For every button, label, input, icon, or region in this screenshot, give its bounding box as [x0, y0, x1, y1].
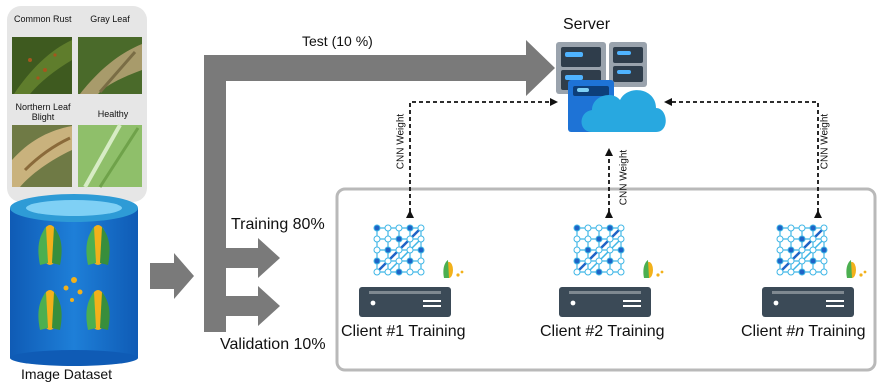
corn-icon [443, 260, 464, 278]
neural-network-icon [573, 224, 625, 276]
cloud-icon [581, 90, 666, 132]
leaf-image-common-rust [12, 37, 72, 94]
client-machine-icon-2 [559, 224, 664, 317]
sample-label-healthy: Healthy [97, 109, 129, 119]
leaf-image-gray-leaf [78, 37, 142, 94]
leaf-image-northern-leaf-blight [12, 125, 72, 187]
weight-link-client-n [664, 98, 822, 218]
server-icon [556, 42, 647, 132]
test-split-label: Test (10 %) [302, 33, 373, 49]
sample-label-gray-leaf: Gray Leaf [90, 14, 130, 24]
weight-label-client-2: CNN Weight [618, 149, 630, 206]
neural-network-icon [776, 224, 828, 276]
client-base-icon [359, 287, 451, 317]
corn-icon [643, 260, 664, 278]
training-arrow [226, 238, 280, 278]
server-label: Server [563, 16, 611, 33]
test-arrow [204, 40, 555, 96]
validation-arrow [226, 286, 280, 326]
validation-split-label: Validation 10% [220, 336, 326, 353]
client-label-2: Client #2 Training [540, 323, 665, 340]
client-machine-icon-1 [359, 224, 464, 317]
corn-icon [846, 260, 867, 278]
client-machine-icon-3 [762, 224, 867, 317]
client-base-icon [559, 287, 651, 317]
dataset-arrow [150, 253, 194, 299]
weight-link-client-1 [406, 98, 558, 218]
corn-icon-group [38, 225, 110, 330]
sample-label-northern-leaf-blight: Northern Leaf Blight [15, 102, 71, 122]
splitter-bar [204, 55, 226, 332]
training-split-label: Training 80% [231, 216, 325, 233]
clients-enclosure [335, 187, 877, 372]
weight-links [406, 98, 822, 218]
sample-label-common-rust: Common Rust [14, 14, 72, 24]
split-arrows [150, 40, 555, 332]
client-label-1: Client #1 Training [341, 323, 466, 340]
leaf-image-healthy [78, 124, 142, 188]
weight-label-client-1: CNN Weight [395, 113, 407, 170]
neural-network-icon [373, 224, 425, 276]
weight-label-client-n: CNN Weight [819, 113, 831, 170]
client-label-n: Client #n Training [741, 323, 866, 340]
dataset-caption: Image Dataset [21, 366, 113, 382]
client-base-icon [762, 287, 854, 317]
